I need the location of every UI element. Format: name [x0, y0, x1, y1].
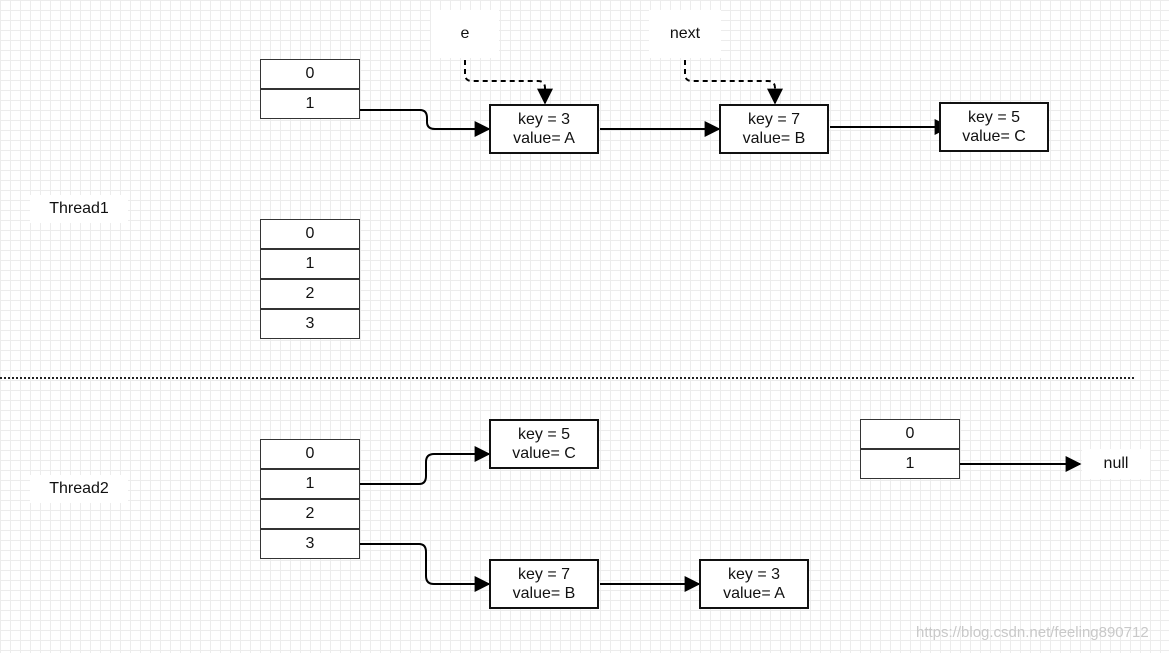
t1-large-bucket-0: 0 — [260, 219, 360, 249]
t2-node-key3: key = 3 value= A — [699, 559, 809, 609]
t1-large-bucket-3: 3 — [260, 309, 360, 339]
t1-node-key3: key = 3 value= A — [489, 104, 599, 154]
thread2-label: Thread2 — [30, 475, 128, 503]
node-value: value= B — [512, 585, 576, 602]
pointer-next-label: next — [649, 10, 721, 58]
node-key: key = 3 — [727, 566, 781, 583]
edge-next-pointer — [684, 60, 783, 105]
t2-node-key5: key = 5 value= C — [489, 419, 599, 469]
edge-t1-bucket1-to-key3 — [360, 109, 491, 137]
node-key: key = 3 — [517, 111, 571, 128]
t2-large-bucket-3: 3 — [260, 529, 360, 559]
t2-large-bucket-1: 1 — [260, 469, 360, 499]
t2-small-bucket-0: 0 — [860, 419, 960, 449]
node-key: key = 5 — [967, 109, 1021, 126]
node-key: key = 5 — [517, 426, 571, 443]
node-value: value= A — [513, 130, 575, 147]
t1-small-bucket-1: 1 — [260, 89, 360, 119]
node-value: value= A — [723, 585, 785, 602]
t1-node-key5: key = 5 value= C — [939, 102, 1049, 152]
thread1-label: Thread1 — [30, 195, 128, 223]
edge-e-pointer — [464, 60, 553, 105]
t2-large-bucket-2: 2 — [260, 499, 360, 529]
t2-node-key7: key = 7 value= B — [489, 559, 599, 609]
t1-small-bucket-0: 0 — [260, 59, 360, 89]
edge-t2-bucket3-to-key7 — [360, 543, 491, 592]
t1-large-bucket-1: 1 — [260, 249, 360, 279]
node-value: value= C — [962, 128, 1026, 145]
t2-small-bucket-1: 1 — [860, 449, 960, 479]
edge-t2-bucket1-to-key5 — [360, 446, 491, 485]
node-key: key = 7 — [517, 566, 571, 583]
t1-large-bucket-2: 2 — [260, 279, 360, 309]
pointer-e-label: e — [431, 10, 499, 58]
node-key: key = 7 — [747, 111, 801, 128]
t2-large-bucket-0: 0 — [260, 439, 360, 469]
null-label: null — [1082, 449, 1150, 479]
watermark: https://blog.csdn.net/feeling890712 — [916, 624, 1149, 641]
node-value: value= B — [742, 130, 806, 147]
node-value: value= C — [512, 445, 576, 462]
t1-node-key7: key = 7 value= B — [719, 104, 829, 154]
